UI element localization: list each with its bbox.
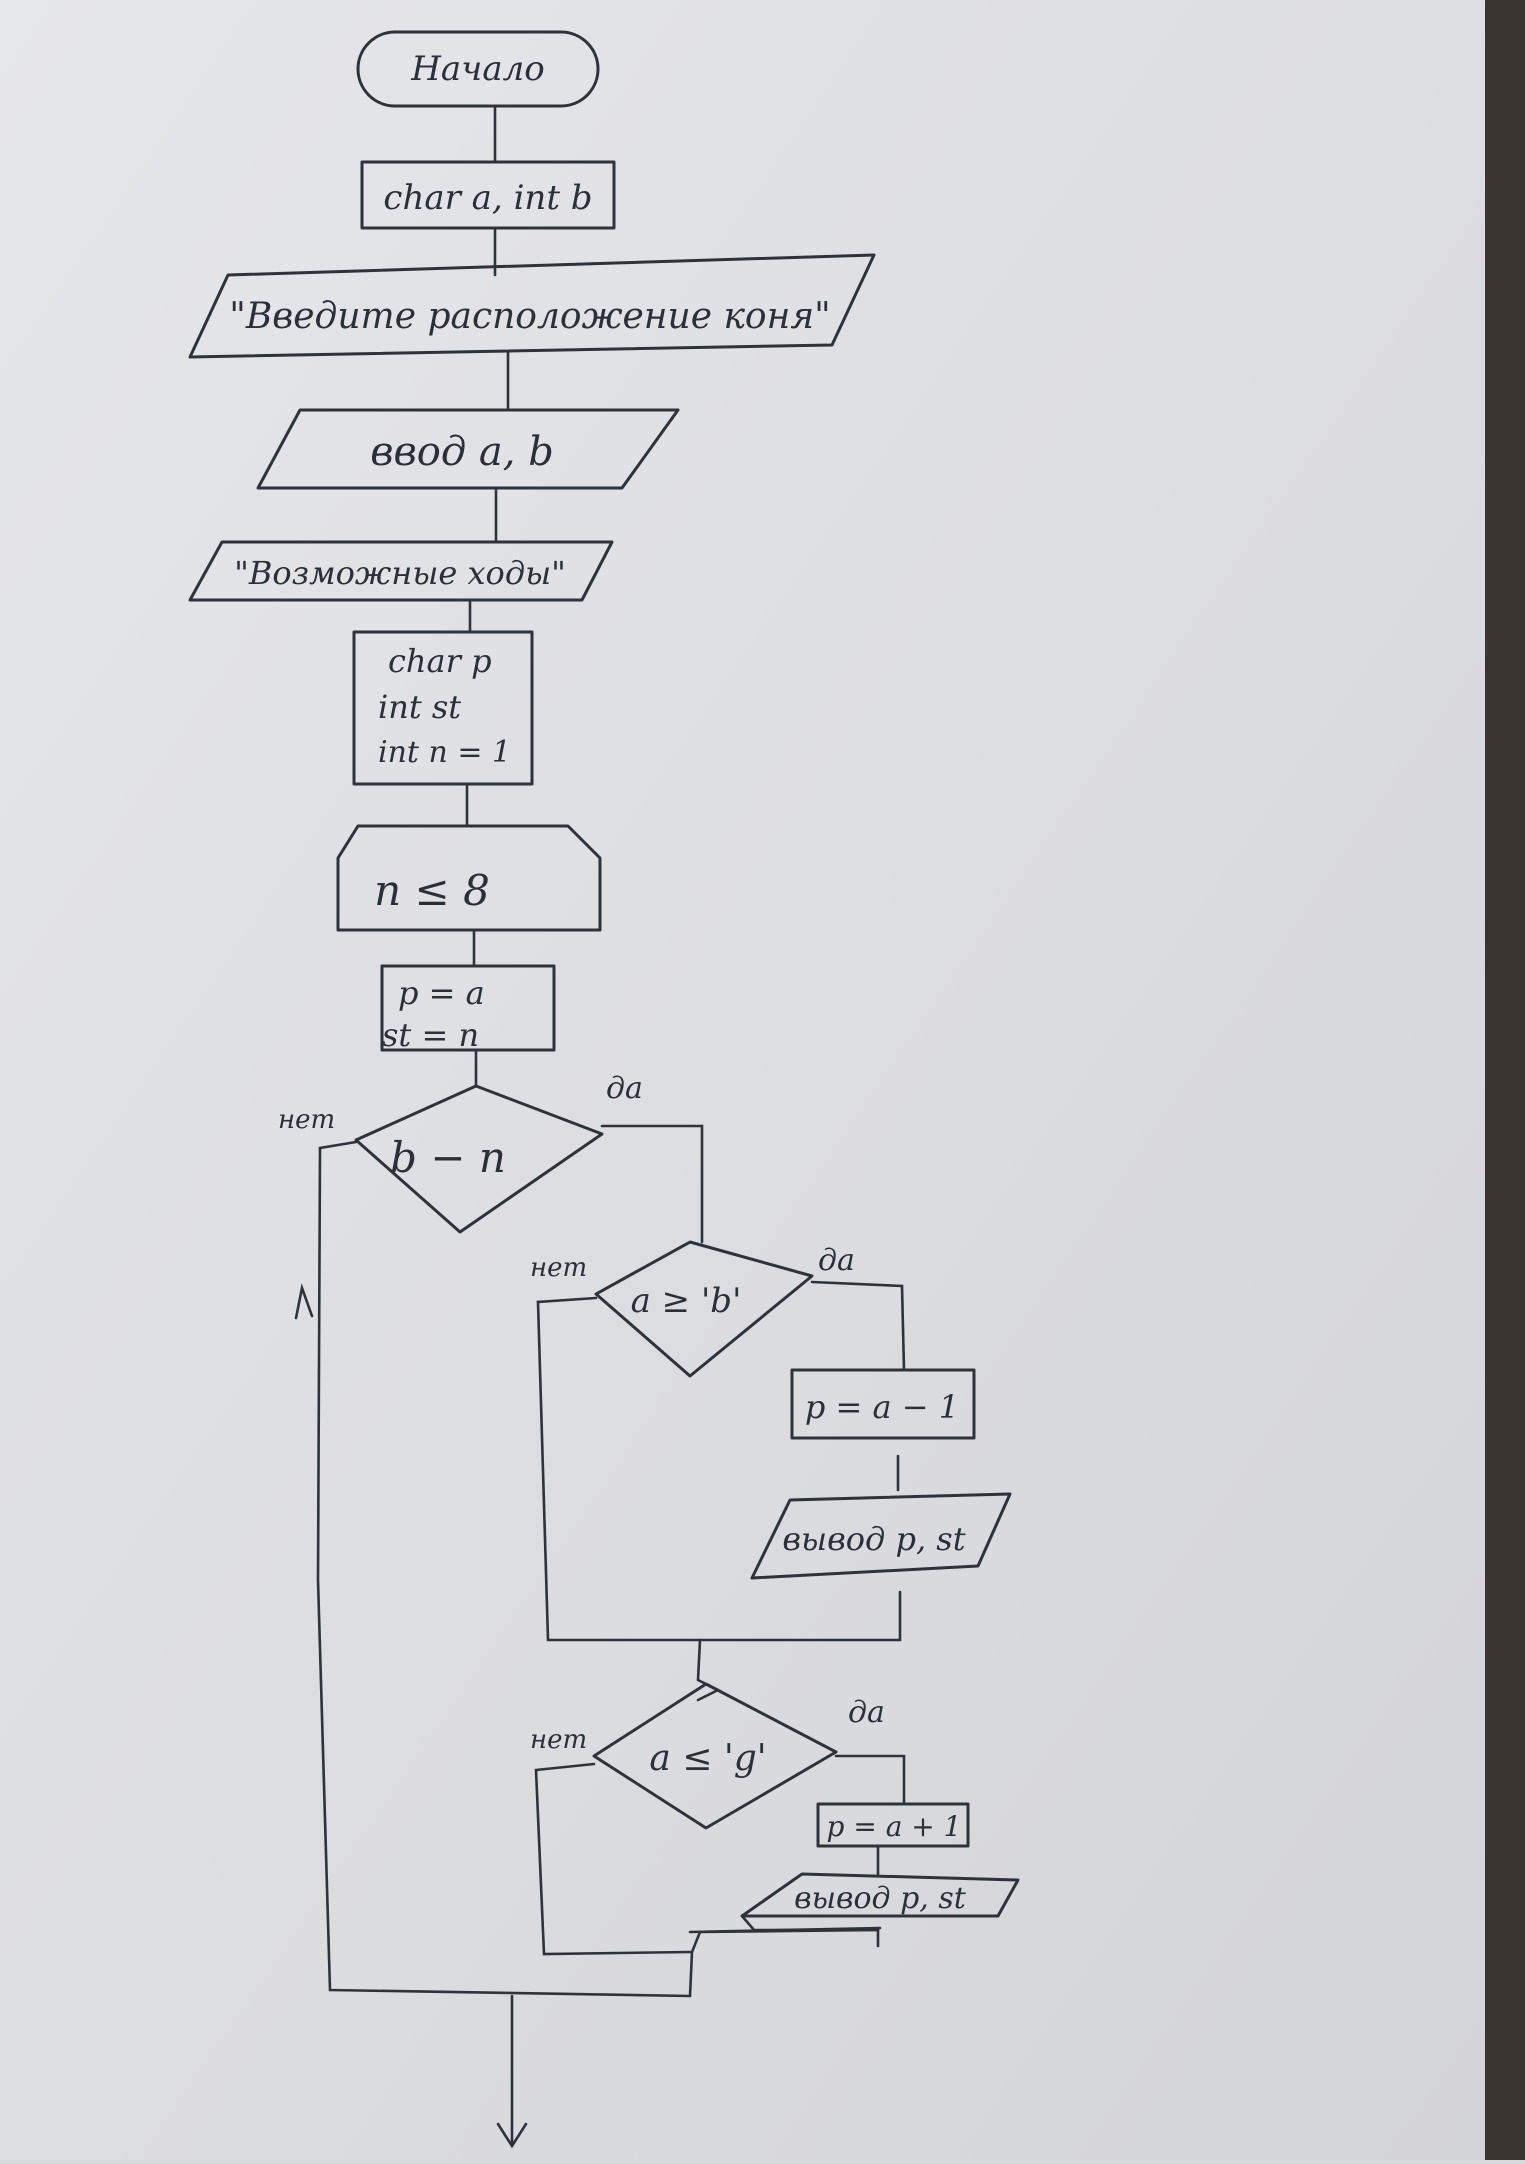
decision-le-label: a ≤ 'g': [649, 1738, 766, 1779]
assign-block: p = a st = n: [380, 964, 556, 1054]
decision-ge-yes: да: [818, 1243, 855, 1278]
print-prompt-label: "Введите расположение коня": [229, 296, 830, 337]
decision-ge-no: нет: [530, 1253, 587, 1283]
decision-main-yes: да: [606, 1071, 643, 1106]
input-label: ввод a, b: [370, 429, 554, 475]
start-terminator: Начало: [356, 30, 600, 108]
decision-ge: a ≥ 'b' да нет: [530, 1240, 855, 1378]
declare-2-line-3: int n = 1: [378, 735, 511, 770]
assign-line-2: st = n: [382, 1016, 479, 1054]
assign-plus-block: p = a + 1: [816, 1802, 970, 1848]
table-edge: [1485, 0, 1525, 2160]
decision-le: a ≤ 'g' да нет: [530, 1682, 885, 1830]
print-moves-io: "Возможные ходы": [188, 540, 614, 602]
assign-plus-label: p = a + 1: [827, 1810, 962, 1843]
print-prompt-io: "Введите расположение коня": [188, 253, 876, 359]
start-label: Начало: [410, 49, 544, 89]
output-2-io: вывод p, st: [740, 1872, 1020, 1918]
loop-label: n ≤ 8: [374, 866, 490, 915]
declare-2-line-1: char p: [388, 642, 492, 680]
decision-main-label: b − n: [390, 1133, 506, 1182]
input-io: ввод a, b: [256, 408, 680, 490]
decision-le-yes: да: [848, 1695, 885, 1730]
assign-line-1: p = a: [398, 974, 485, 1012]
declare-block-1: char a, int b: [360, 160, 616, 230]
output-2-label: вывод p, st: [794, 1881, 967, 1916]
decision-main: b − n да нет: [278, 1071, 643, 1234]
paper: [0, 0, 1485, 2160]
assign-minus-block: p = a − 1: [790, 1368, 976, 1440]
print-moves-label: "Возможные ходы": [234, 554, 566, 592]
declare-1-label: char a, int b: [383, 178, 592, 218]
loop-block: n ≤ 8: [336, 824, 602, 932]
decision-main-no: нет: [278, 1105, 335, 1135]
declare-2-line-2: int st: [378, 688, 461, 726]
output-1-label: вывод p, st: [782, 1520, 965, 1558]
declare-block-2: char p int st int n = 1: [352, 630, 534, 786]
decision-le-no: нет: [530, 1725, 587, 1755]
assign-minus-label: p = a − 1: [805, 1388, 959, 1426]
decision-ge-label: a ≥ 'b': [631, 1281, 742, 1321]
output-1-io: вывод p, st: [750, 1492, 1012, 1580]
